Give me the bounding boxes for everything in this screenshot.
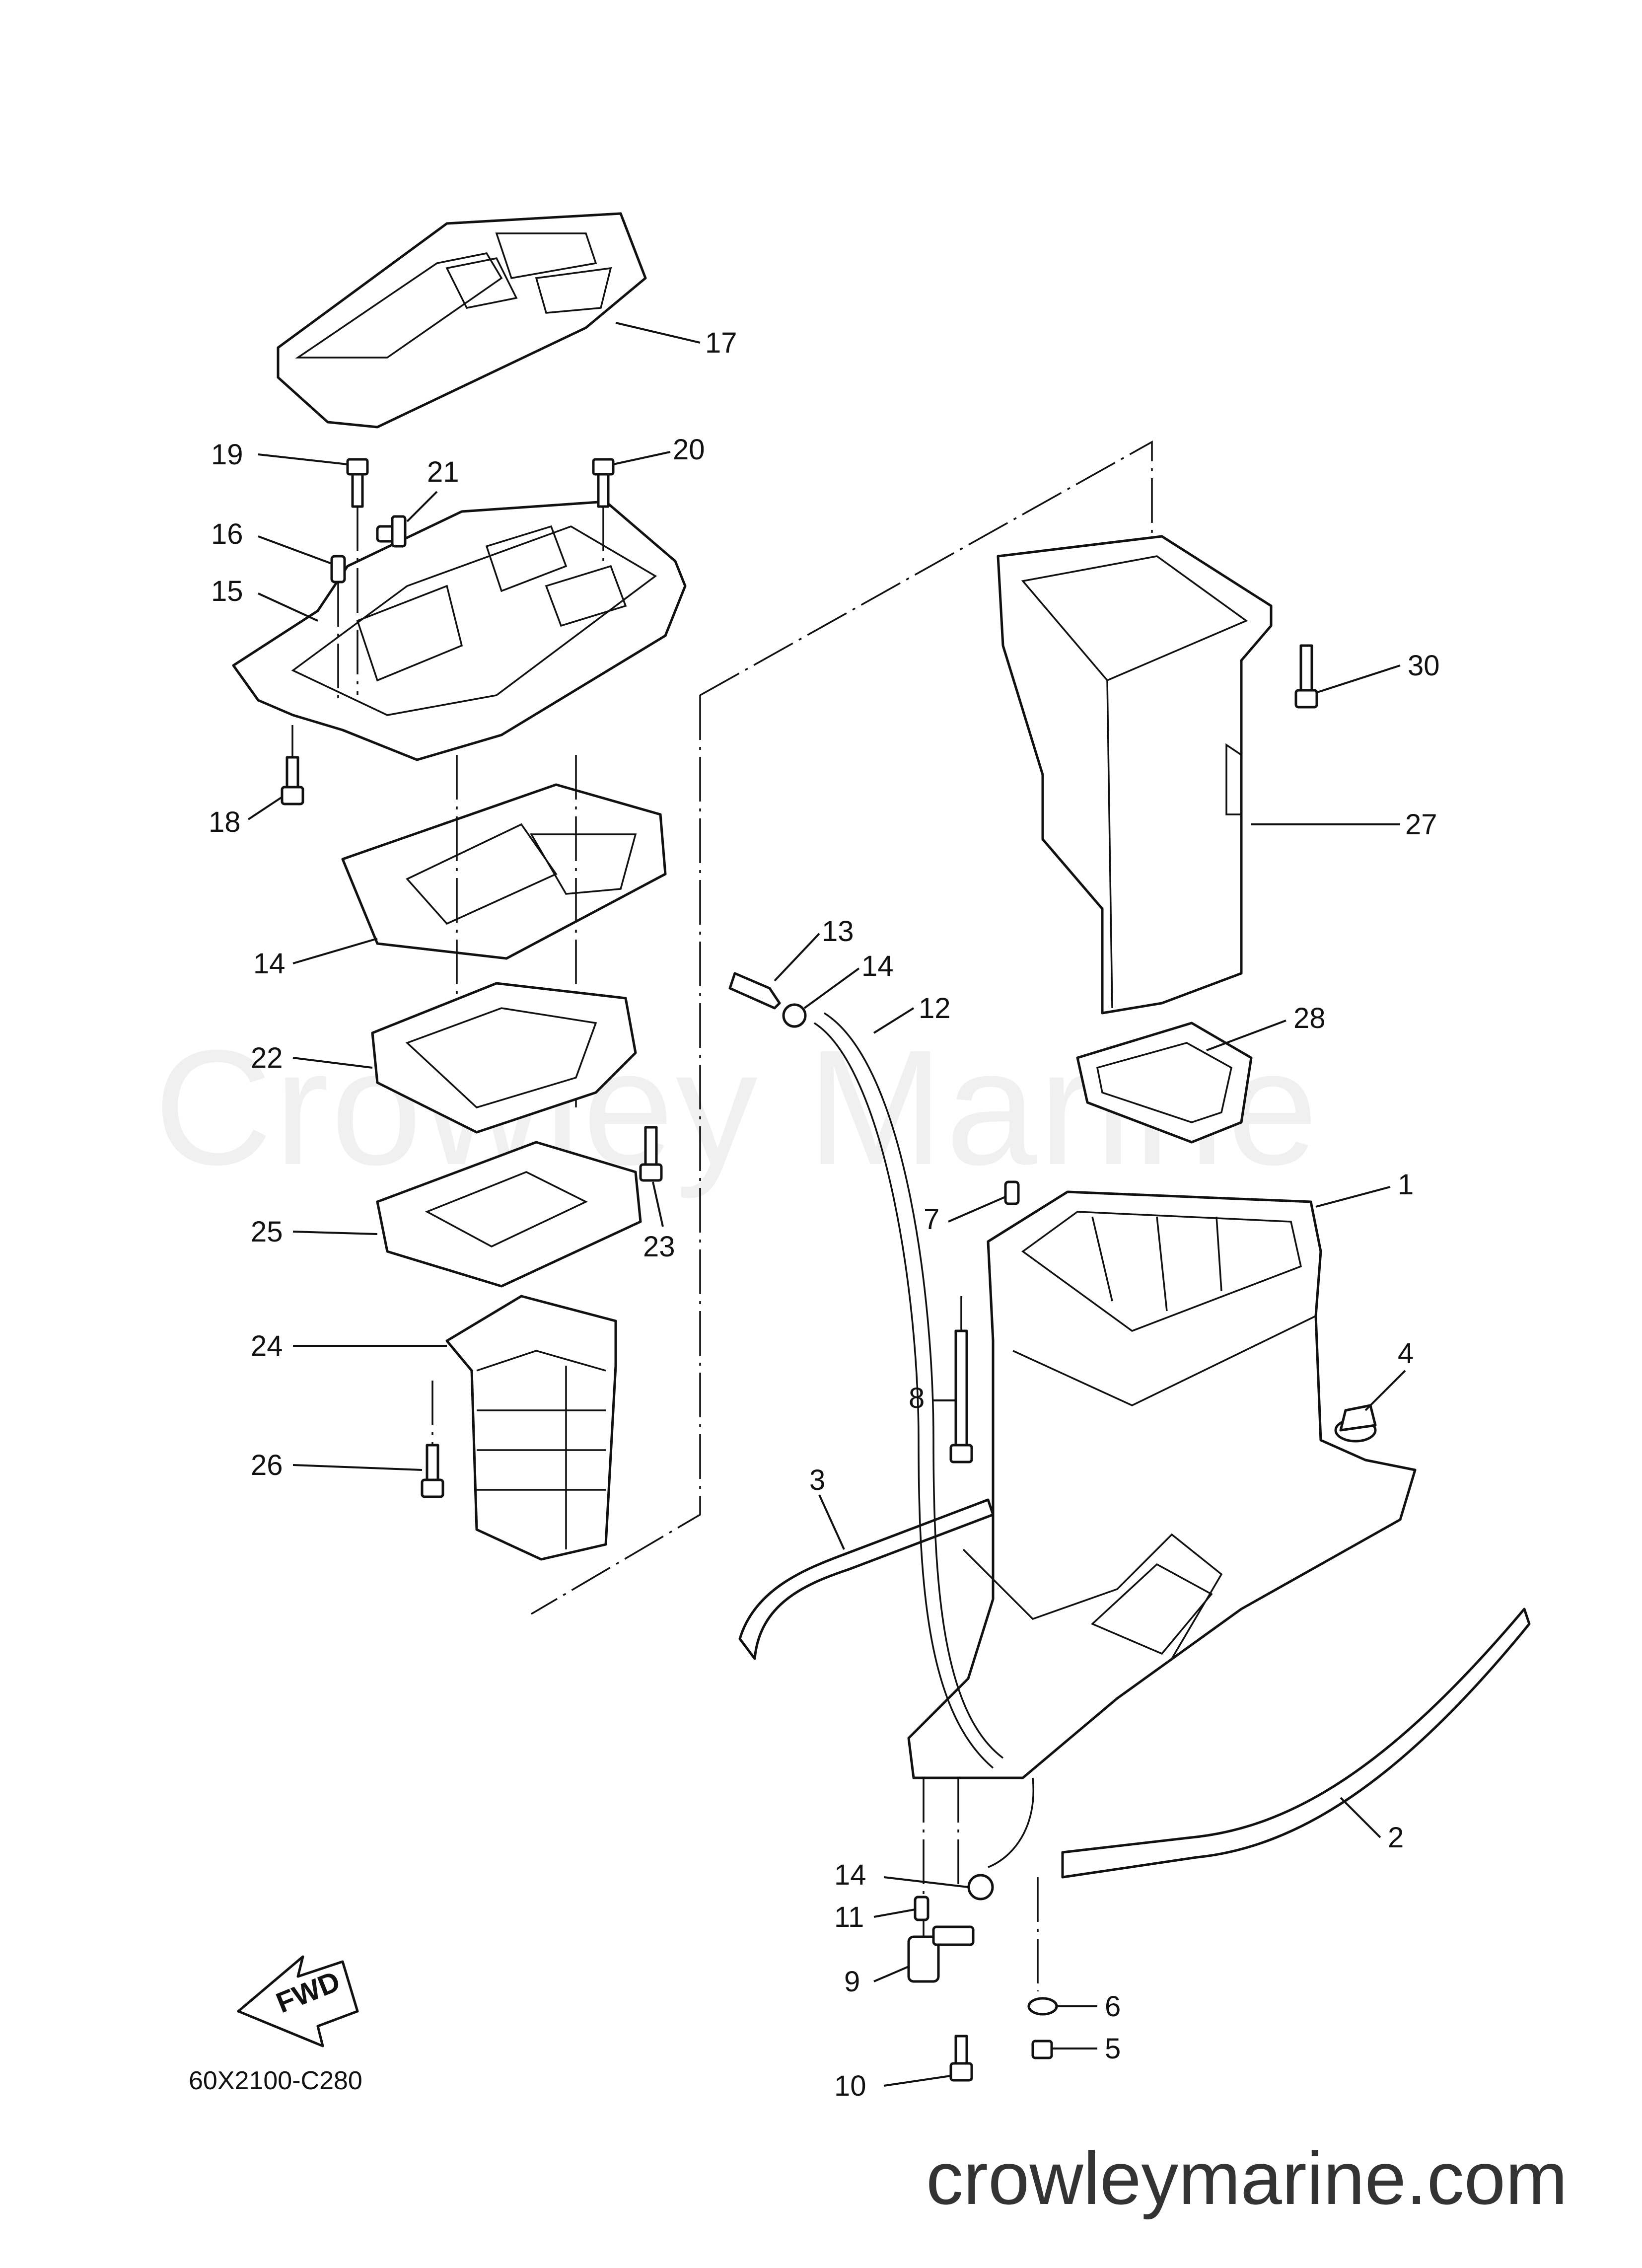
callout-8: 8 bbox=[909, 1382, 925, 1414]
part-9-holder bbox=[907, 1925, 975, 1983]
lead-3 bbox=[818, 1494, 845, 1550]
callout-4: 4 bbox=[1398, 1337, 1414, 1370]
lead-14-upper bbox=[803, 967, 860, 1009]
part-6-washer bbox=[1027, 1997, 1058, 2016]
part-23-plate bbox=[371, 982, 637, 1134]
part-25-manifold bbox=[445, 1295, 617, 1561]
lead-7 bbox=[948, 1196, 1006, 1223]
callout-20: 19 bbox=[211, 439, 243, 471]
callout-18: 17 bbox=[705, 327, 737, 359]
callout-1: 1 bbox=[1398, 1169, 1414, 1201]
callout-6: 6 bbox=[1105, 1990, 1121, 2023]
part-11-dowel-pin bbox=[914, 1896, 929, 1921]
part-2-rubber-strip bbox=[1061, 1608, 1531, 1879]
callout-13: 13 bbox=[822, 915, 854, 948]
callout-5: 5 bbox=[1105, 2033, 1121, 2065]
part-26-gasket bbox=[376, 1141, 642, 1288]
lead-30 bbox=[1315, 664, 1401, 694]
part-19-bolt bbox=[281, 756, 304, 805]
part-21-bolt bbox=[592, 458, 615, 508]
callout-28: 27 bbox=[1405, 808, 1437, 841]
website-footer: crowleymarine.com bbox=[926, 2136, 1568, 2220]
part-8-bolt bbox=[949, 1329, 973, 1463]
lead-18 bbox=[615, 322, 701, 344]
lead-9 bbox=[873, 1966, 909, 1982]
lead-16 bbox=[258, 592, 318, 622]
part-22-fitting bbox=[376, 515, 407, 548]
part-14-clamp-lower bbox=[967, 1874, 994, 1901]
lead-21 bbox=[613, 451, 671, 465]
part-14-clamp-upper bbox=[782, 1003, 807, 1028]
callout-15: 14 bbox=[253, 948, 286, 980]
lead-27 bbox=[292, 1464, 423, 1471]
lead-1 bbox=[1315, 1186, 1391, 1208]
lead-20 bbox=[258, 453, 348, 465]
fwd-arrow-icon: FWD bbox=[237, 1955, 359, 2048]
callout-9: 9 bbox=[844, 1966, 860, 1998]
lead-15 bbox=[292, 938, 378, 964]
part-5-nut bbox=[1031, 2040, 1053, 2059]
callout-26: 25 bbox=[251, 1216, 283, 1248]
part-12-hose bbox=[814, 1022, 994, 1769]
callout-21: 20 bbox=[673, 434, 705, 466]
part-7-dowel-pin bbox=[1004, 1180, 1020, 1205]
part-15-gasket bbox=[341, 783, 667, 960]
lead-19 bbox=[247, 796, 283, 820]
callout-27: 26 bbox=[251, 1449, 283, 1481]
part-20-bolt bbox=[346, 458, 369, 508]
callout-25: 24 bbox=[251, 1330, 283, 1362]
lead-23 bbox=[292, 1057, 373, 1069]
lead-13 bbox=[774, 933, 820, 982]
callout-11: 11 bbox=[834, 1901, 864, 1933]
part-3-rubber-strip bbox=[738, 1498, 995, 1660]
callout-3: 3 bbox=[809, 1464, 825, 1496]
callout-17: 16 bbox=[211, 518, 243, 550]
lead-10 bbox=[883, 2075, 951, 2087]
callout-2: 2 bbox=[1388, 1822, 1404, 1854]
lead-24 bbox=[652, 1181, 664, 1227]
callout-12: 12 bbox=[919, 992, 951, 1024]
callout-7: 7 bbox=[924, 1203, 939, 1236]
hose-lower bbox=[988, 1777, 1034, 1868]
part-28-upper-casing bbox=[997, 535, 1273, 1015]
lead-12 bbox=[873, 1007, 915, 1034]
callout-10: 10 bbox=[834, 2070, 866, 2102]
callout-16: 15 bbox=[211, 575, 243, 607]
part-13-nipple bbox=[728, 972, 781, 1010]
part-18-gasket bbox=[277, 212, 647, 429]
lead-17 bbox=[258, 535, 332, 565]
lead-4 bbox=[1364, 1370, 1406, 1411]
part-29-seal bbox=[1076, 1022, 1253, 1144]
callout-29: 28 bbox=[1293, 1002, 1326, 1034]
part-16-exhaust-guide bbox=[232, 500, 687, 761]
callout-24: 23 bbox=[643, 1231, 675, 1263]
lead-11 bbox=[873, 1908, 916, 1918]
lead-22 bbox=[406, 491, 438, 522]
callout-19: 18 bbox=[209, 806, 241, 838]
callout-30: 30 bbox=[1408, 650, 1440, 682]
part-27-bolt bbox=[421, 1444, 444, 1498]
lead-26 bbox=[292, 1231, 378, 1235]
callout-23: 22 bbox=[251, 1042, 283, 1074]
callout-14-upper: 14 bbox=[861, 950, 894, 982]
part-17-dowel-pin bbox=[330, 555, 346, 584]
lead-14-lower bbox=[883, 1876, 969, 1888]
part-30-bolt bbox=[1294, 644, 1318, 709]
frame-line-left bbox=[531, 695, 701, 1615]
part-1-lower-casing bbox=[907, 1190, 1417, 1779]
part-4-grommet bbox=[1334, 1404, 1377, 1443]
part-10-bolt bbox=[949, 2035, 973, 2082]
lead-29 bbox=[1206, 1020, 1286, 1051]
callout-14-lower: 14 bbox=[834, 1859, 866, 1891]
lead-2 bbox=[1340, 1797, 1381, 1838]
part-24-bolt bbox=[639, 1126, 663, 1182]
callout-22: 21 bbox=[427, 456, 459, 488]
diagram-code: 60X2100-C280 bbox=[189, 2066, 362, 2095]
